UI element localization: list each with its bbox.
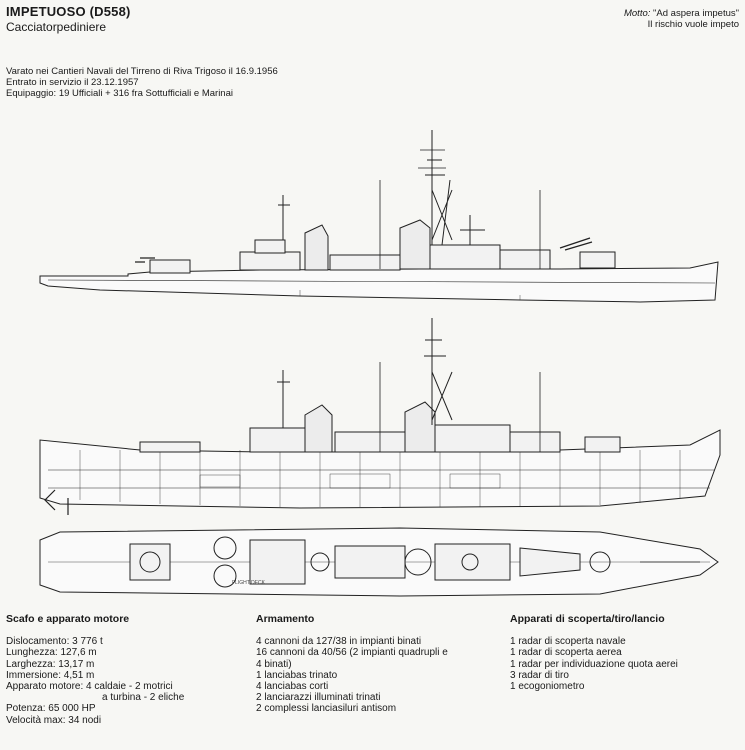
armament-line: 1 lanciabas trinato bbox=[256, 669, 338, 681]
sensor-line: 3 radar di tiro bbox=[510, 669, 569, 681]
profile-view bbox=[39, 130, 719, 303]
service-info: Entrato in servizio il 23.12.1957 bbox=[6, 77, 139, 88]
hull-section-title: Scafo e apparato motore bbox=[6, 613, 130, 625]
sensor-line: 1 radar per individuazione quota aerei bbox=[510, 658, 678, 670]
flight-deck-label: FLIGHT DECK bbox=[232, 580, 266, 586]
armament-line: 2 complessi lanciasiluri antisom bbox=[256, 703, 397, 715]
beam: Larghezza: 13,17 m bbox=[6, 658, 95, 670]
motto-translation: Il rischio vuole impeto bbox=[647, 19, 739, 30]
sensor-line: 1 radar di scoperta aerea bbox=[510, 647, 622, 659]
armament-line: 4 cannoni da 127/38 in impianti binati bbox=[256, 636, 422, 648]
motto-text: "Ad aspera impetus" bbox=[653, 8, 739, 19]
motto-block: Motto: "Ad aspera impetus" Il rischio vu… bbox=[624, 8, 739, 30]
power: Potenza: 65 000 HP bbox=[6, 703, 96, 715]
armament-line: 2 lanciarazzi illuminati trinati bbox=[256, 692, 381, 704]
crew-info: Equipaggio: 19 Ufficiali + 316 fra Sottu… bbox=[6, 88, 233, 99]
ship-type: Cacciatorpediniere bbox=[6, 20, 107, 34]
length: Lunghezza: 127,6 m bbox=[6, 647, 97, 659]
armament-line: 4 lanciabas corti bbox=[256, 681, 329, 693]
sensors-section: Apparati di scoperta/tiro/lancio 1 radar… bbox=[510, 613, 742, 693]
sensor-line: 1 ecogoniometro bbox=[510, 681, 585, 693]
ship-drawings: FLIGHT DECK bbox=[39, 130, 721, 597]
armament-line: 4 binati) bbox=[256, 658, 292, 670]
motto-label: Motto: bbox=[623, 8, 651, 19]
hull-section: Scafo e apparato motore Dislocamento: 3 … bbox=[6, 613, 246, 726]
ship-info: Varato nei Cantieri Navali del Tirreno d… bbox=[6, 66, 278, 99]
armament-section: Armamento 4 cannoni da 127/38 in impiant… bbox=[256, 613, 506, 715]
launch-info: Varato nei Cantieri Navali del Tirreno d… bbox=[6, 66, 278, 77]
ship-title: IMPETUOSO (D558) bbox=[6, 4, 131, 19]
deck-plan-view: FLIGHT DECK bbox=[39, 527, 719, 597]
armament-section-title: Armamento bbox=[256, 613, 315, 625]
displacement: Dislocamento: 3 776 t bbox=[6, 636, 103, 648]
inboard-profile-view bbox=[39, 318, 721, 515]
propulsion: Apparato motore: 4 caldaie - 2 motrici bbox=[6, 681, 173, 693]
sensors-section-title: Apparati di scoperta/tiro/lancio bbox=[510, 613, 665, 625]
armament-line: 16 cannoni da 40/56 (2 impianti quadrupl… bbox=[256, 647, 448, 659]
max-speed: Velocità max: 34 nodi bbox=[6, 714, 102, 726]
draught: Immersione: 4,51 m bbox=[6, 669, 95, 681]
propulsion-cont: a turbina - 2 eliche bbox=[102, 692, 185, 704]
sensor-line: 1 radar di scoperta navale bbox=[510, 636, 626, 648]
